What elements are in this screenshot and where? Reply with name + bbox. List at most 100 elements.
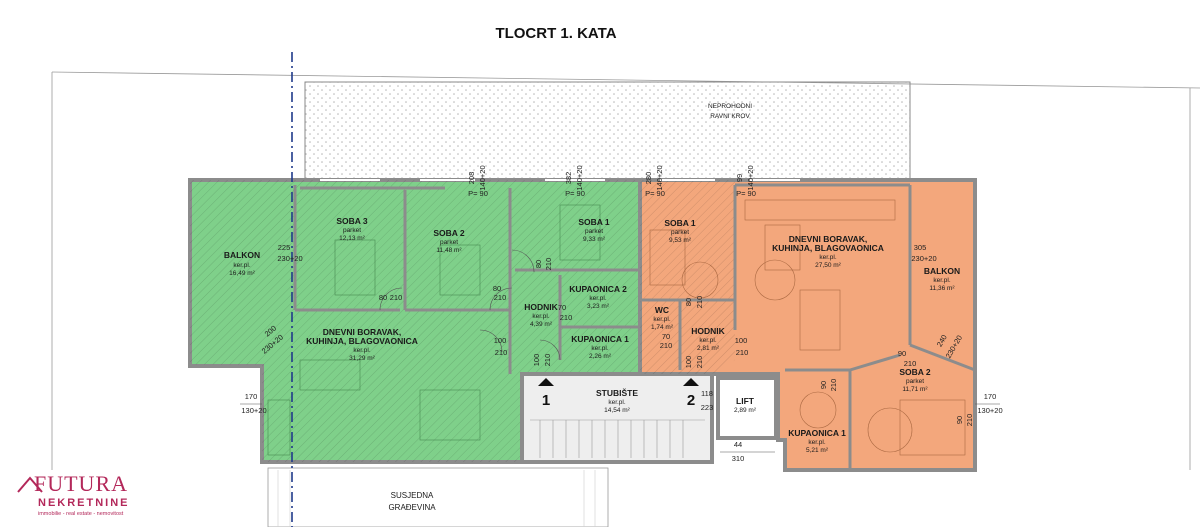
room-balkon-r-name: BALKON <box>924 266 960 276</box>
dim-door-210k: 210 <box>904 359 917 368</box>
dim-p90-4: P= 90 <box>736 189 756 198</box>
logo-roof-mark <box>17 476 43 493</box>
stairwell: 1 2 STUBIŠTE ker.pl. 14,54 m² <box>520 372 714 464</box>
room-soba2-l-area: 11,48 m² <box>436 247 462 254</box>
room-kup1-r-finish: ker.pl. <box>808 439 826 446</box>
dim-225: 225 <box>278 243 291 252</box>
room-wc-name: WC <box>655 305 669 315</box>
room-kup1-l-area: 2,26 m² <box>589 353 612 360</box>
dim-door-70r: 70 <box>662 332 670 341</box>
dim-door-210c: 210 <box>544 258 553 271</box>
dim-140-2: 140+20 <box>575 165 584 190</box>
room-stubiste-finish: ker.pl. <box>608 399 626 406</box>
apartment-2-hatch <box>640 180 735 374</box>
stairwell-fill <box>520 372 714 464</box>
dim-140-1: 140+20 <box>478 165 487 190</box>
room-balkon-l-area: 16,49 m² <box>229 270 255 277</box>
dim-305: 305 <box>914 243 927 252</box>
room-kup2-l-finish: ker.pl. <box>589 295 607 302</box>
dim-p90-2: P= 90 <box>565 189 585 198</box>
room-stubiste-area: 14,54 m² <box>604 407 630 414</box>
room-hodnik-r-name: HODNIK <box>691 326 725 336</box>
dim-130-l: 130+20 <box>241 406 266 415</box>
dim-140-4: 140+20 <box>746 165 755 190</box>
dim-door-80r: 80 <box>684 298 693 306</box>
room-balkon-l-name: BALKON <box>224 250 260 260</box>
room-stubiste-name: STUBIŠTE <box>596 387 638 398</box>
room-wc-area: 1,74 m² <box>651 324 674 331</box>
lift: LIFT 2,89 m² <box>716 376 778 440</box>
room-dnevni-l-area: 31,29 m² <box>349 355 375 362</box>
dim-310: 310 <box>732 454 745 463</box>
room-dnevni-r-line1: DNEVNI BORAVAK, <box>789 234 868 244</box>
dim-door-210d: 210 <box>560 313 573 322</box>
company-logo: FUTURA NEKRETNINE immobilie - real estat… <box>17 471 130 517</box>
room-dnevni-r-finish: ker.pl. <box>819 254 837 261</box>
dim-door-210j: 210 <box>829 379 838 392</box>
room-soba1-l-finish: parket <box>585 228 603 235</box>
room-dnevni-l-line1: DNEVNI BORAVAK, <box>323 327 402 337</box>
dim-223: 223 <box>701 403 714 412</box>
dim-170-r: 170 <box>984 392 997 401</box>
dim-door-80b: 80 <box>493 284 501 293</box>
room-dnevni-r-line2: KUHINJA, BLAGOVAONICA <box>772 243 884 253</box>
dim-door-90c: 90 <box>955 416 964 424</box>
entrance-arrow-2 <box>683 378 699 386</box>
room-balkon-r-area: 11,36 m² <box>929 285 955 292</box>
room-soba3-area: 12,13 m² <box>339 235 365 242</box>
room-kup1-l-name: KUPAONICA 1 <box>571 334 629 344</box>
entrance-arrow-1 <box>538 378 554 386</box>
dim-p90-3: P= 90 <box>645 189 665 198</box>
room-soba1-r-finish: parket <box>671 229 689 236</box>
lift-box <box>716 376 778 440</box>
room-soba3-finish: parket <box>343 227 361 234</box>
dim-door-210i: 210 <box>695 356 704 369</box>
room-hodnik-r-area: 2,81 m² <box>697 345 720 352</box>
room-soba2-r-area: 11,71 m² <box>902 386 928 393</box>
room-soba3-name: SOBA 3 <box>336 216 368 226</box>
room-wc-finish: ker.pl. <box>653 316 671 323</box>
logo-sub-text: NEKRETNINE <box>38 497 130 509</box>
neighbor-label-2: GRAĐEVINA <box>388 503 436 512</box>
room-soba2-r-finish: parket <box>906 378 924 385</box>
dim-door-100a: 100 <box>494 336 507 345</box>
dim-door-70: 70 <box>558 303 566 312</box>
dim-230-a: 230+20 <box>277 254 302 263</box>
apartment-2: SOBA 1 parket 9,53 m² WC ker.pl. 1,74 m²… <box>638 178 977 472</box>
dim-118: 118 <box>701 389 713 398</box>
room-hodnik-r-finish: ker.pl. <box>699 337 717 344</box>
dim-door-210e: 210 <box>495 348 508 357</box>
dim-door-210l: 210 <box>965 414 974 427</box>
dim-99: 99 <box>735 174 744 182</box>
room-dnevni-l-line2: KUHINJA, BLAGOVAONICA <box>306 336 418 346</box>
dim-door-90a: 90 <box>819 381 828 389</box>
room-balkon-r-finish: ker.pl. <box>933 277 951 284</box>
apartment-1-hatch <box>190 180 640 462</box>
apartment-1: BALKON ker.pl. 16,49 m² SOBA 3 parket 12… <box>188 178 642 464</box>
plot-boundary <box>51 71 1200 89</box>
room-soba1-l-area: 9,33 m² <box>583 236 606 243</box>
room-balkon-l-finish: ker.pl. <box>233 262 251 269</box>
room-soba1-r-name: SOBA 1 <box>664 218 696 228</box>
room-kup1-r-area: 5,21 m² <box>806 447 829 454</box>
flat-roof <box>304 81 911 183</box>
dim-door-90b: 90 <box>898 349 906 358</box>
dim-382: 382 <box>564 172 573 185</box>
room-kup1-r-name: KUPAONICA 1 <box>788 428 846 438</box>
room-hodnik-l-name: HODNIK <box>524 302 558 312</box>
room-soba2-r-name: SOBA 2 <box>899 367 931 377</box>
dim-130-r: 130+20 <box>977 406 1002 415</box>
logo-tagline: immobilie - real estate - nemovitost <box>38 511 124 517</box>
door-dimensions: 80 210 80 210 80 210 70 210 100 210 100 … <box>379 258 974 463</box>
top-dimensions: 208 140+20 382 140+20 280 140+20 99 140+… <box>467 165 756 198</box>
plan-title: TLOCRT 1. KATA <box>495 25 616 42</box>
dim-140-3: 140+20 <box>655 165 664 190</box>
dim-door-210h: 210 <box>695 296 704 309</box>
roof-label-2: RAVNI KROV <box>710 113 750 120</box>
dim-door-210a: 210 <box>390 293 403 302</box>
roof-label-1: NEPROHODNI <box>708 103 752 110</box>
stair-number-1: 1 <box>542 392 550 409</box>
logo-main-text: FUTURA <box>34 471 128 496</box>
room-soba2-l-finish: parket <box>440 239 458 246</box>
